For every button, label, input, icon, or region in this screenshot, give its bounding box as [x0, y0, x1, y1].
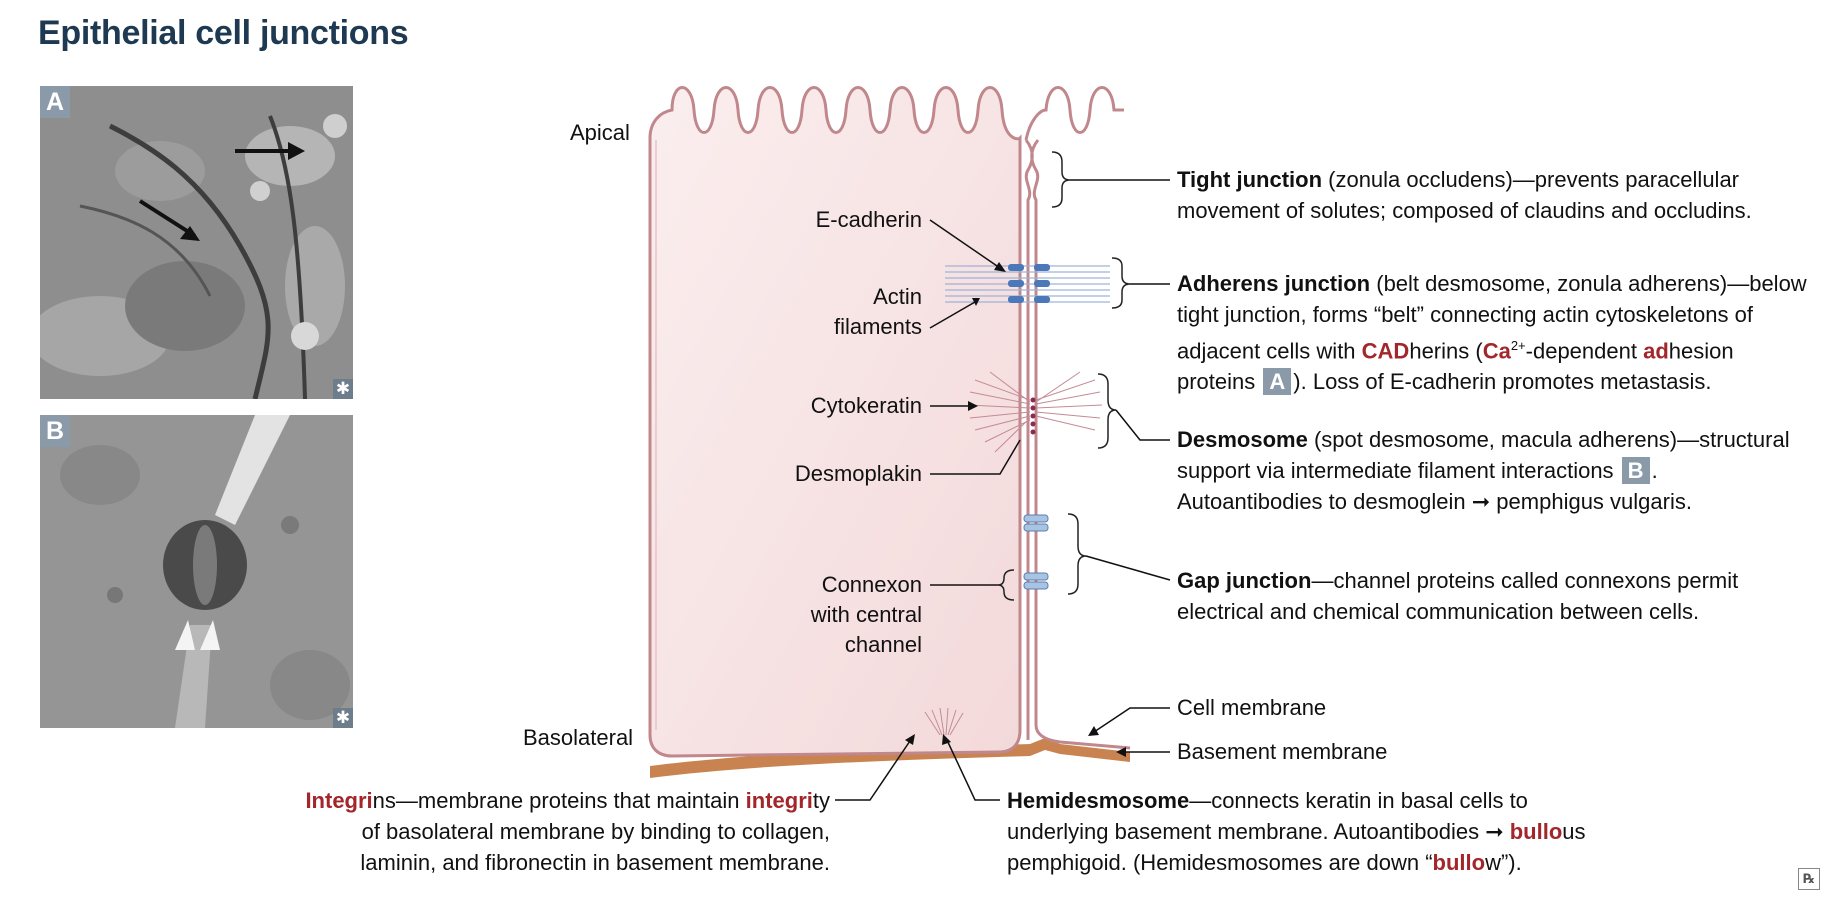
adjacent-cell-membrane — [1024, 139, 1034, 740]
gap-junction-heading: Gap junction — [1177, 568, 1312, 593]
panel-a-ref: A — [1263, 368, 1292, 396]
bullo-highlight-1: bullo — [1509, 819, 1563, 844]
adherens-l3d: hesion — [1668, 338, 1734, 364]
integrins-l1b: ty — [812, 788, 830, 813]
panel-a-tag: A — [40, 86, 70, 118]
hemidesmosome-l2b: us — [1562, 819, 1586, 844]
label-actin-2: filaments — [833, 314, 922, 339]
asterisk-icon: ✱ — [333, 708, 353, 728]
gap-line2: electrical and chemical communication be… — [1177, 599, 1700, 624]
epithelial-cell — [648, 86, 1022, 758]
label-basement-membrane: Basement membrane — [1177, 739, 1388, 764]
adherens-line2: tight junction, forms “belt” connecting … — [1177, 302, 1753, 327]
desmosome-l2a: support via intermediate filament intera… — [1177, 458, 1620, 483]
desmosome-text: Desmosome (spot desmosome, macula adhere… — [1177, 424, 1790, 517]
ca-superscript: 2+ — [1510, 338, 1526, 353]
label-e-cadherin: E-cadherin — [815, 207, 922, 232]
label-cytokeratin: Cytokeratin — [810, 393, 922, 418]
integrins-line3: laminin, and fibronectin in basement mem… — [360, 850, 830, 875]
rx-icon: ℞ — [1798, 868, 1820, 890]
hemidesmosome-text: Hemidesmosome—connects keratin in basal … — [1007, 785, 1586, 878]
actin-filaments — [945, 265, 1110, 303]
ad-highlight: ad — [1643, 338, 1669, 364]
adherens-line4: proteins A). Loss of E-cadherin promotes… — [1177, 366, 1807, 397]
integri-highlight-1: Integri — [305, 788, 373, 813]
desmosome-l2b: . — [1651, 458, 1658, 483]
adherens-line1: (belt desmosome, zonula adherens)—below — [1370, 271, 1807, 296]
hemidesmosome-shape — [924, 707, 964, 736]
adherens-l3b: herins ( — [1409, 338, 1483, 364]
asterisk-icon: ✱ — [333, 379, 353, 399]
tight-junction-line2: movement of solutes; composed of claudin… — [1177, 198, 1752, 223]
adherens-line3: adjacent cells with CADherins (Ca2+-depe… — [1177, 330, 1807, 366]
page-title: Epithelial cell junctions — [38, 14, 409, 52]
adherens-junction-text: Adherens junction (belt desmosome, zonul… — [1177, 268, 1807, 397]
hemidesmosome-heading: Hemidesmosome — [1007, 788, 1190, 813]
adherens-l3c: -dependent — [1525, 338, 1644, 364]
desmosome-line3: Autoantibodies to desmoglein ➞ pemphigus… — [1177, 489, 1692, 514]
micrograph-b-image — [40, 415, 353, 728]
hemidesmosome-l3a: pemphigoid. (Hemidesmosomes are down “ — [1007, 850, 1433, 875]
integri-highlight-2: integri — [745, 788, 813, 813]
panel-b-tag: B — [40, 415, 70, 447]
desmoplakin-dots — [1030, 397, 1036, 435]
adherens-junction-heading: Adherens junction — [1177, 271, 1371, 296]
arrowheads — [905, 262, 1126, 757]
desmosome-filaments — [967, 371, 1103, 453]
label-actin-1: Actin — [873, 284, 922, 309]
cad-highlight: CAD — [1361, 338, 1410, 364]
hemidesmosome-l2a: underlying basement membrane. Autoantibo… — [1007, 819, 1510, 844]
label-cell-membrane: Cell membrane — [1177, 695, 1327, 720]
desmosome-line2: support via intermediate filament intera… — [1177, 455, 1790, 486]
hemidesmosome-l3b: w”). — [1485, 850, 1522, 875]
panel-b-ref: B — [1621, 457, 1650, 484]
integrins-line2: of basolateral membrane by binding to co… — [361, 819, 830, 844]
leader-lines — [835, 179, 1171, 801]
label-connexon-1: Connexon — [821, 572, 922, 597]
adherens-l3a: adjacent cells with — [1177, 338, 1362, 364]
e-cadherin-plaques — [1008, 264, 1050, 303]
micrograph-a-image — [40, 86, 353, 399]
gap-junction-text: Gap junction—channel proteins called con… — [1177, 565, 1738, 627]
integrins-l1a: ns—membrane proteins that maintain — [372, 788, 746, 813]
desmosome-heading: Desmosome — [1177, 427, 1308, 452]
label-apical: Apical — [570, 120, 630, 145]
label-desmoplakin: Desmoplakin — [794, 461, 922, 486]
hemidesmosome-line3: pemphigoid. (Hemidesmosomes are down “bu… — [1007, 847, 1586, 878]
hemidesmosome-line1: —connects keratin in basal cells to — [1189, 788, 1528, 813]
integrins-text: Integrins—membrane proteins that maintai… — [305, 785, 830, 878]
label-connexon-2: with central — [810, 602, 922, 627]
label-connexon-3: channel — [844, 632, 922, 657]
gap-line1: —channel proteins called connexons permi… — [1311, 568, 1739, 593]
hemidesmosome-line2: underlying basement membrane. Autoantibo… — [1007, 816, 1586, 847]
micrograph-a: A ✱ — [40, 86, 353, 399]
ca-highlight: Ca — [1482, 338, 1511, 364]
tight-junction-heading: Tight junction — [1177, 167, 1323, 192]
label-basolateral: Basolateral — [523, 725, 634, 750]
desmosome-line1: (spot desmosome, macula adherens)—struct… — [1307, 427, 1790, 452]
adherens-l4a: proteins — [1177, 369, 1262, 395]
tight-junction-text: Tight junction (zonula occludens)—preven… — [1177, 164, 1752, 226]
bullo-highlight-2: bullo — [1432, 850, 1486, 875]
micrograph-b: B ✱ — [40, 415, 353, 728]
adherens-l4b: ). Loss of E-cadherin promotes metastasi… — [1293, 369, 1712, 395]
connexons — [1023, 514, 1049, 590]
tight-junction-line1: (zonula occludens)—prevents paracellular — [1322, 167, 1740, 192]
